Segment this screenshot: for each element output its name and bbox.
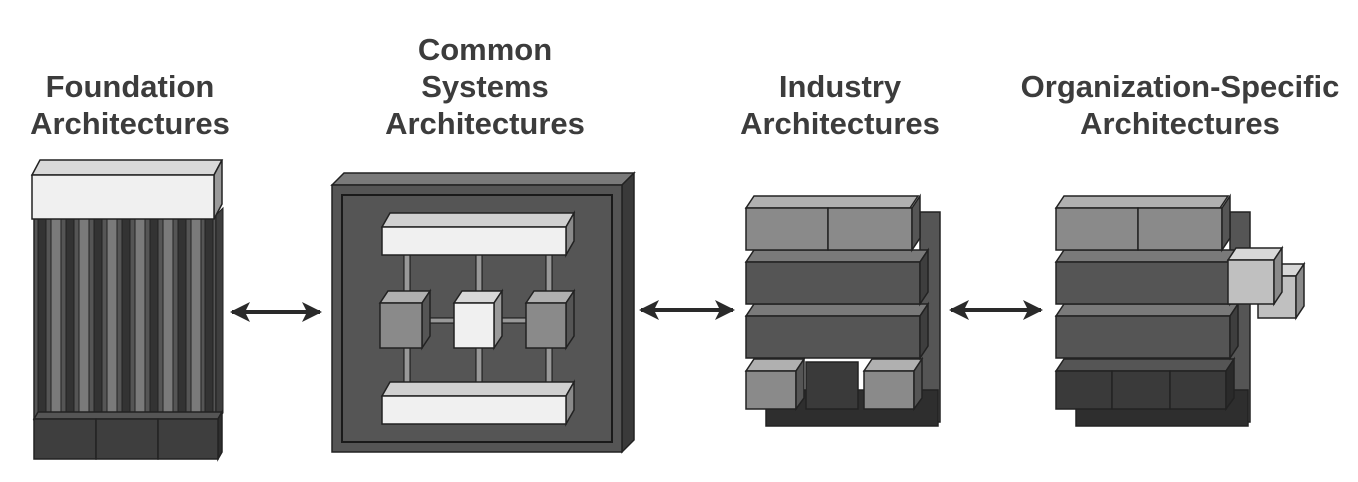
common-systems-title-line-2: Systems: [421, 69, 549, 104]
organization-row-4: [1054, 356, 1236, 412]
organization-specific-title-line-1: Organization-Specific: [1020, 69, 1340, 104]
foundation-title-line-2: Architectures: [30, 106, 230, 141]
organization-row-2: [1054, 247, 1240, 307]
common-systems-center-cube: [452, 288, 504, 351]
common-systems-bottom-bar: [380, 379, 576, 427]
common-systems-left-cube: [378, 288, 432, 351]
common-systems-architecture-graphic: [330, 171, 636, 454]
common-systems-top-bar: [380, 210, 576, 258]
industry-row-3: [744, 301, 930, 361]
organization-specific-architecture-graphic: [1054, 193, 1306, 427]
organization-specific-architectures-title: Organization-Specific Architectures: [1005, 68, 1355, 142]
organization-extension-blocks: [1226, 245, 1306, 321]
common-systems-title-line-3: Architectures: [385, 106, 585, 141]
foundation-top-block: [30, 159, 224, 220]
industry-architectures-title: Industry Architectures: [725, 68, 955, 142]
foundation-title-line-1: Foundation: [45, 69, 215, 104]
industry-title-line-2: Architectures: [740, 106, 940, 141]
common-systems-architectures-title: Common Systems Architectures: [365, 31, 605, 142]
foundation-architectures-title: Foundation Architectures: [20, 68, 240, 142]
organization-row-3: [1054, 301, 1240, 361]
industry-architecture-graphic: [744, 193, 941, 427]
foundation-architecture-graphic: [30, 159, 224, 462]
organization-row-1: [1054, 193, 1231, 253]
industry-row-2: [744, 247, 930, 307]
industry-title-line-1: Industry: [778, 69, 902, 104]
industry-row-4: [744, 356, 924, 412]
organization-specific-title-line-2: Architectures: [1080, 106, 1280, 141]
common-systems-title-line-1: Common: [417, 32, 553, 67]
foundation-base-blocks: [32, 409, 224, 462]
common-systems-right-cube: [524, 288, 576, 351]
industry-row-1: [744, 193, 921, 253]
